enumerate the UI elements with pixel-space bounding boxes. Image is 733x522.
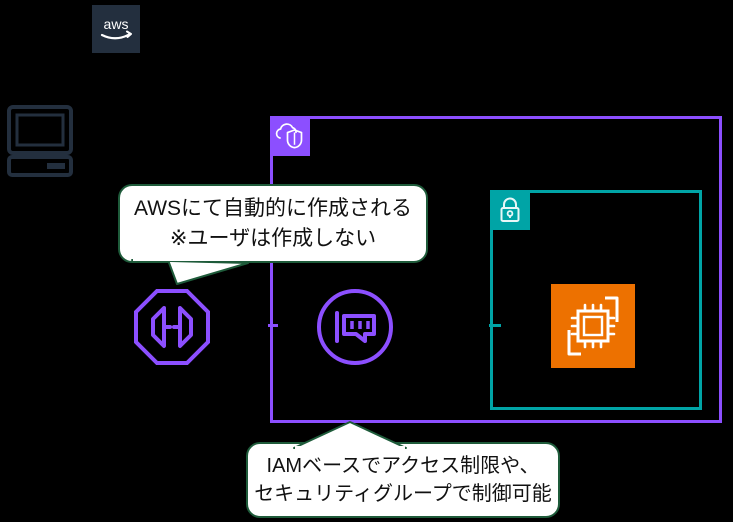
connector-igw-to-eni xyxy=(268,324,278,327)
annotation-auto-create-line2: ※ユーザは作成しない xyxy=(169,226,377,250)
annotation-auto-create-line1: AWSにて自動的に作成される xyxy=(133,196,413,220)
aws-smile-arrow-icon xyxy=(126,30,132,38)
computer-icon xyxy=(7,105,73,177)
annotation-iam-control-line1: IAMベースでアクセス制限や、 xyxy=(266,454,540,477)
connector-eni-to-security-group xyxy=(489,324,501,327)
network-interface-glyph xyxy=(317,289,393,365)
annotation-iam-control-tail xyxy=(293,421,407,450)
aws-logo-text: aws xyxy=(104,16,129,32)
vpc-badge-icon xyxy=(270,116,310,156)
ec2-cpu-glyph xyxy=(567,296,619,356)
annotation-auto-create: AWSにて自動的に作成される ※ユーザは作成しない xyxy=(118,184,428,263)
aws-logo-glyph: aws xyxy=(100,16,132,40)
elastic-network-interface-icon xyxy=(316,288,394,366)
client-computer-icon xyxy=(7,105,73,177)
internet-gateway-glyph xyxy=(134,289,210,365)
annotation-iam-control-line2: セキュリティグループで制御可能 xyxy=(254,483,552,505)
vpc-cloud-shield-icon xyxy=(275,123,303,149)
annotation-iam-control: IAMベースでアクセス制限や、 セキュリティグループで制御可能 xyxy=(246,442,560,518)
ec2-instance-icon xyxy=(551,284,635,368)
vpc-boundary xyxy=(270,116,722,423)
security-group-badge-icon xyxy=(490,190,530,230)
aws-smile-icon xyxy=(100,32,132,40)
padlock-icon xyxy=(500,197,520,222)
aws-logo: aws xyxy=(92,5,140,53)
annotation-auto-create-tail xyxy=(131,258,249,285)
internet-gateway-icon xyxy=(133,288,211,366)
security-group-boundary xyxy=(490,190,702,410)
